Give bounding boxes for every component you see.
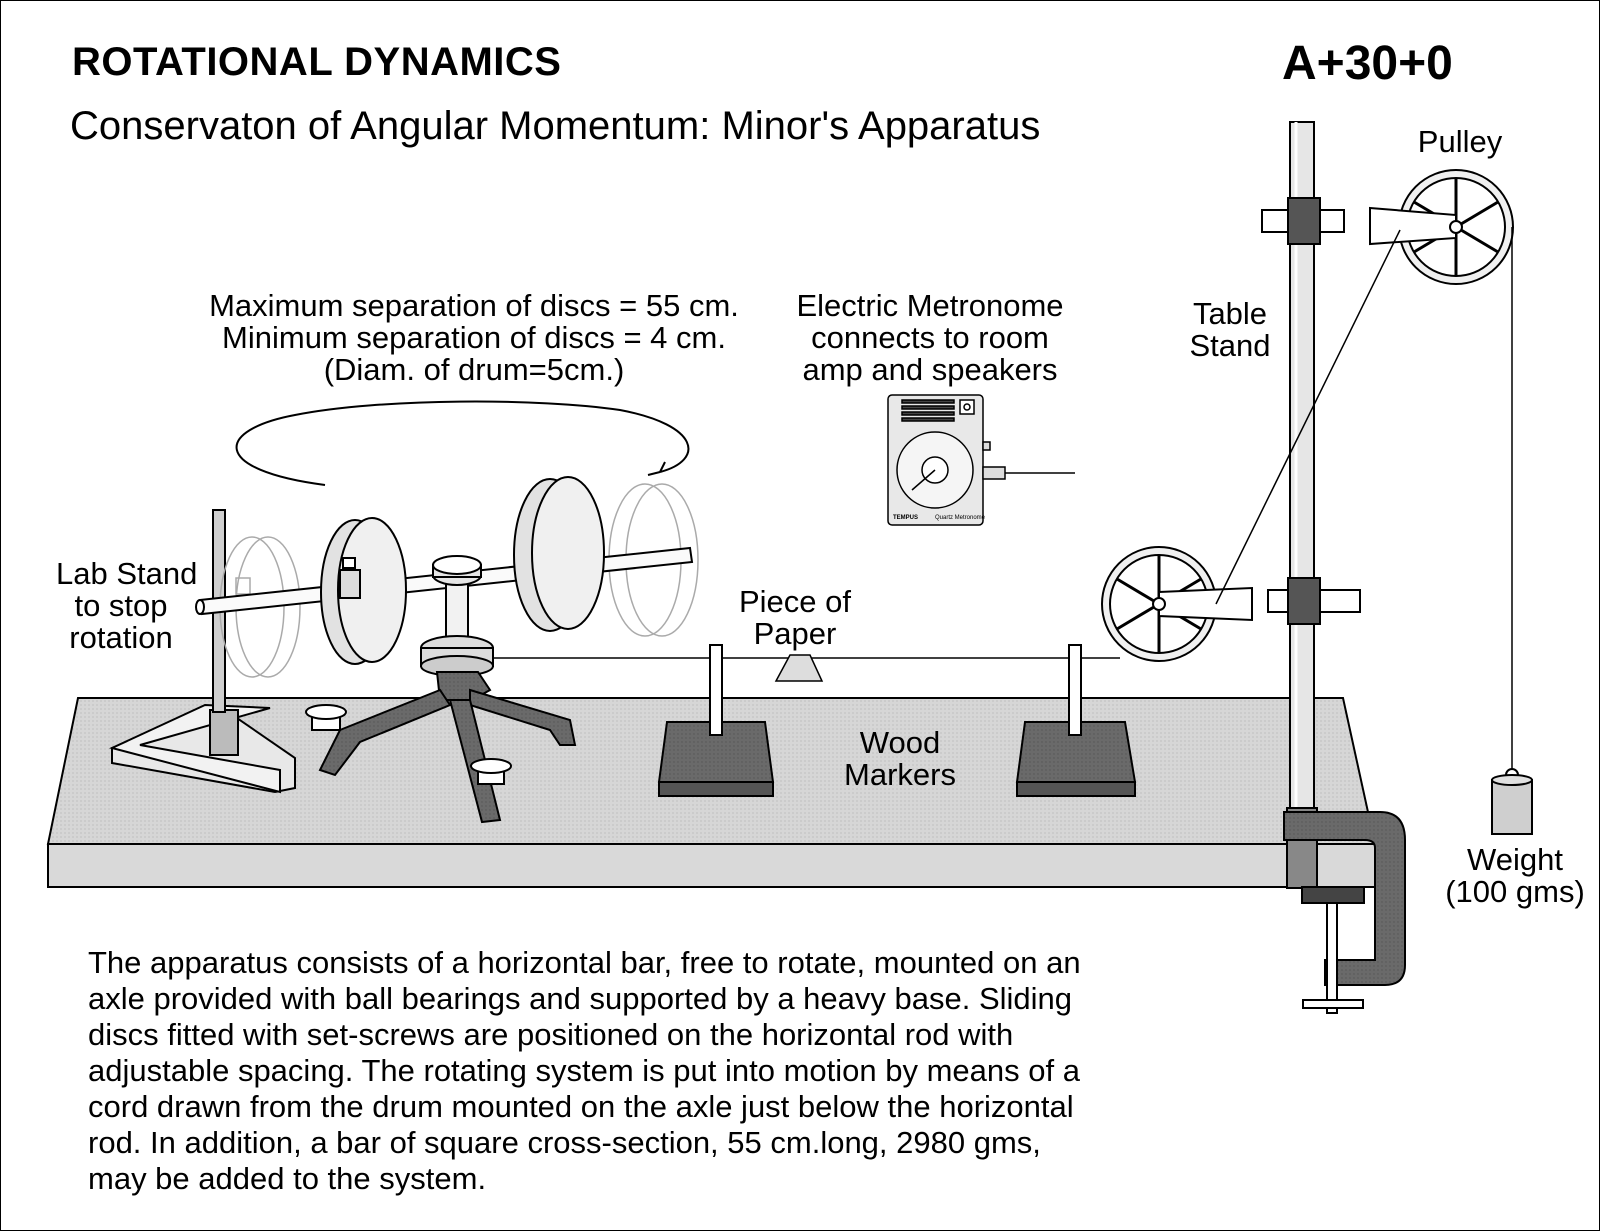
metronome-model: Quartz Metronome [935,515,986,521]
page-title: ROTATIONAL DYNAMICS [72,40,562,84]
pulley-top [1261,169,1514,285]
description-line: rod. In addition, a bar of square cross-… [88,1125,1041,1160]
paper-label-line1: Piece of [738,584,851,619]
paper-piece [774,654,824,682]
description-paragraph: The apparatus consists of a horizontal b… [88,945,1270,1197]
paper-label: Piece of Paper [730,586,860,650]
wood-markers-label: Wood Markers [830,727,970,791]
lab-stand-label-line3: rotation [69,620,173,655]
metronome-brand: TEMPUS [893,515,919,521]
pulley-bottom [1101,546,1361,662]
metronome-label-line3: amp and speakers [802,352,1058,387]
page-subtitle: Conservaton of Angular Momentum: Minor's… [70,104,1041,148]
paper-label-line2: Paper [753,616,837,651]
sliding-disc-2 [513,476,605,632]
weight-label-line1: Weight [1467,842,1563,877]
wood-marker-right [1015,644,1137,797]
lab-stand-label-line2: to stop [74,588,168,623]
sliding-disc-1 [320,517,407,665]
weight-label: Weight (100 gms) [1440,844,1590,908]
table-stand-label-line1: Table [1192,296,1268,331]
separation-min: Minimum separation of discs = 4 cm. [222,320,726,355]
rotation-arrow [235,400,690,486]
metronome-label-line1: Electric Metronome [796,288,1064,323]
separation-label: Maximum separation of discs = 55 cm. Min… [194,290,754,386]
wood-markers-label-line1: Wood [859,725,941,760]
lab-stand-label: Lab Stand to stop rotation [56,556,198,655]
pulley-label: Pulley [1417,124,1503,159]
pulley-cord-diagonal [1215,229,1401,605]
table-stand-label: Table Stand [1180,298,1280,362]
wood-markers-label-line2: Markers [844,757,956,792]
lab-stand-label-line1: Lab Stand [56,556,198,591]
description-line: adjustable spacing. The rotating system … [88,1053,1080,1088]
weight-label-line2: (100 gms) [1445,874,1585,909]
description-line: The apparatus consists of a horizontal b… [88,945,1081,980]
catalog-code: A+30+0 [1282,37,1453,90]
separation-max: Maximum separation of discs = 55 cm. [209,288,739,323]
description-line: may be added to the system. [88,1161,487,1196]
wood-marker-left [657,644,775,797]
table-stand-label-line2: Stand [1189,328,1271,363]
heavy-base [305,671,577,824]
metronome [887,394,1075,526]
description-line: discs fitted with set-screws are positio… [88,1017,1014,1052]
metronome-label-line2: connects to room [811,320,1049,355]
metronome-label: Electric Metronome connects to room amp … [790,290,1070,386]
description-line: cord drawn from the drum mounted on the … [88,1089,1074,1124]
drum-diameter: (Diam. of drum=5cm.) [323,352,625,387]
description-line: axle provided with ball bearings and sup… [88,981,1073,1016]
hanging-weight [1491,768,1533,835]
